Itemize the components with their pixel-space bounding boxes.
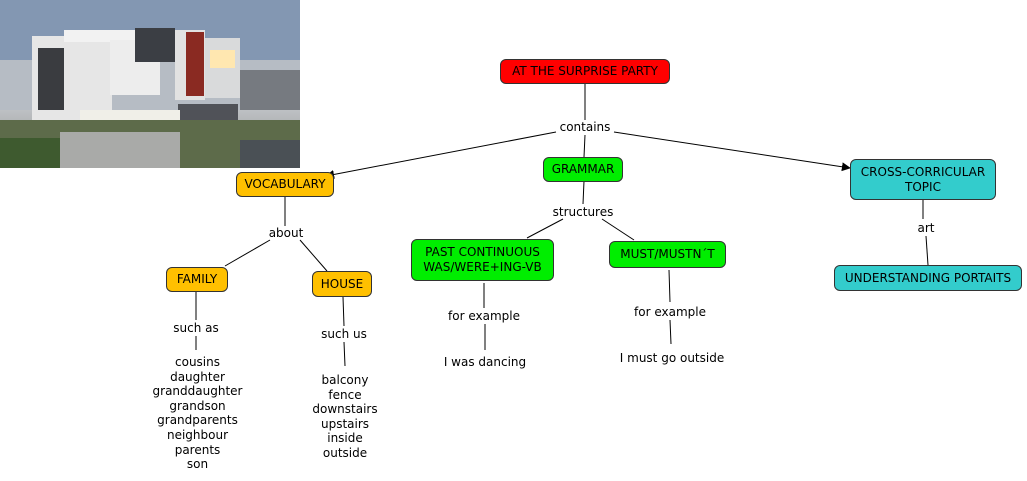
house-words-list: balcony fence downstairs upstairs inside… [300, 373, 390, 461]
house-photo [0, 0, 300, 168]
list-item: granddaughter [152, 384, 243, 399]
link-label-contains: contains [559, 120, 611, 134]
node-grammar[interactable]: GRAMMAR [543, 157, 623, 182]
link-label-such-as: such as [173, 321, 219, 335]
list-item: cousins [175, 355, 220, 369]
list-item: inside [327, 431, 363, 446]
must-example-text: I must go outside [619, 351, 725, 365]
node-must[interactable]: MUST/MUSTN´T [609, 241, 726, 268]
node-family[interactable]: FAMILY [166, 267, 228, 292]
list-item: parents [174, 442, 221, 457]
past-example-text: I was dancing [443, 355, 527, 369]
node-past-continuous[interactable]: PAST CONTINUOUS WAS/WERE+ING-VB [411, 239, 554, 281]
list-item: balcony [321, 373, 369, 387]
node-understanding-portraits[interactable]: UNDERSTANDING PORTAITS [834, 265, 1022, 291]
list-item: grandparents [157, 413, 238, 428]
list-item: son [186, 457, 209, 472]
node-root[interactable]: AT THE SURPRISE PARTY [500, 59, 670, 84]
list-item: outside [322, 445, 368, 460]
list-item: neighbour [166, 427, 229, 442]
list-item: daughter [170, 369, 225, 384]
link-label-for-example-must: for example [634, 305, 706, 319]
list-item: downstairs [312, 402, 378, 417]
node-vocabulary[interactable]: VOCABULARY [236, 172, 334, 197]
link-label-art: art [917, 221, 935, 235]
link-label-such-us: such us [321, 327, 367, 341]
node-house[interactable]: HOUSE [312, 271, 372, 297]
list-item: upstairs [320, 416, 370, 431]
link-label-structures: structures [552, 205, 614, 219]
link-label-for-example-past: for example [448, 309, 520, 323]
node-cross-curricular[interactable]: CROSS-CORRICULAR TOPIC [850, 159, 996, 200]
family-words-list: cousins daughter granddaughter grandson … [140, 355, 255, 472]
list-item: fence [328, 387, 362, 402]
list-item: grandson [169, 398, 226, 413]
link-label-about: about [268, 226, 304, 240]
